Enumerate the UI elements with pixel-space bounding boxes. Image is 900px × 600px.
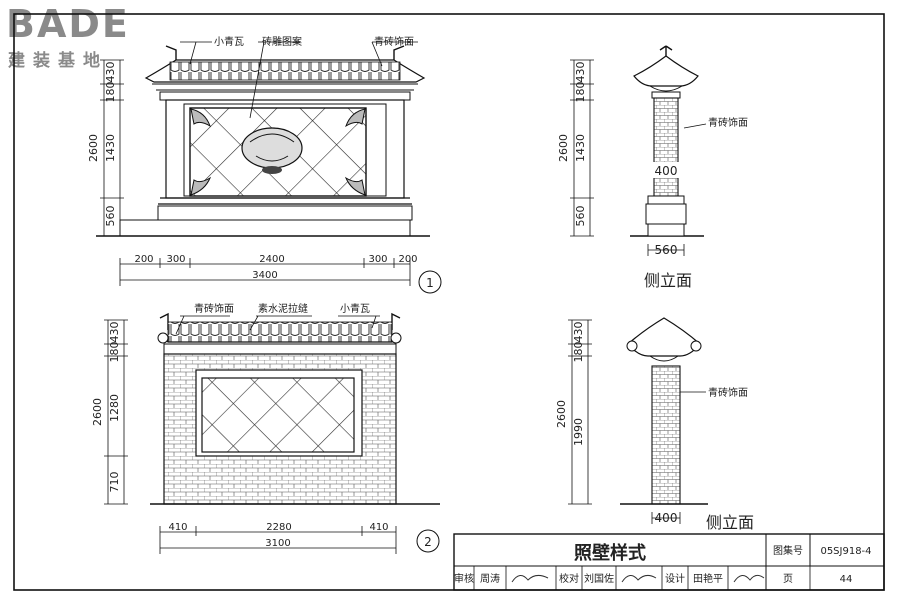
- title-block: [453, 533, 885, 591]
- s1-dim-cornice: 180: [574, 82, 587, 103]
- design-label: 设计: [665, 572, 685, 585]
- logo-wordmark: BADE: [6, 2, 130, 46]
- elevation-1: [96, 45, 430, 237]
- v2-callout-brick-facing: 青砖饰面: [194, 302, 234, 315]
- drawing-title: 照壁样式: [574, 542, 646, 564]
- s1-callout-brick-facing: 青砖饰面: [708, 116, 748, 129]
- elevation-1-leaders: [180, 41, 418, 119]
- v2-dim-pier-left: 410: [168, 522, 187, 533]
- sheet-frame: [13, 13, 885, 591]
- elevation-2-leaders: [175, 315, 380, 335]
- logo-subtitle: 建装基地: [8, 51, 108, 71]
- view-1-number-circle: [418, 270, 442, 294]
- check-label: 校对: [559, 572, 579, 585]
- s1-dim-column-width: 400: [655, 164, 678, 178]
- v1-dim-total-height: 2600: [87, 134, 100, 162]
- v1-dim-pier-left: 300: [166, 254, 185, 265]
- s1-dim-base-width: 560: [655, 243, 678, 257]
- callout-small-tile: 小青瓦: [214, 35, 244, 48]
- v1-dim-edge-right: 200: [398, 254, 417, 265]
- side-elevation-1: [630, 45, 704, 237]
- atlas-number-label: 图集号: [773, 544, 803, 557]
- reviewer-name: 周涛: [480, 572, 500, 585]
- s2-dim-total: 2600: [555, 400, 568, 428]
- elevation-2-vdim-lines: [104, 319, 128, 505]
- checker-name: 刘国佐: [584, 573, 614, 585]
- v1-dim-base: 560: [104, 206, 117, 227]
- elevation-2-hdim-lines: [159, 526, 397, 554]
- side-2-caption: 侧立面: [706, 513, 754, 532]
- v2-dim-pier-right: 410: [369, 522, 388, 533]
- v2-callout-cement-joint: 素水泥拉缝: [258, 302, 308, 315]
- v1-dim-total-width: 3400: [252, 270, 277, 281]
- v2-dim-panel: 2280: [266, 522, 291, 533]
- reviewer-signature: [511, 574, 549, 583]
- v2-dim-cornice: 180: [108, 342, 121, 363]
- s1-dim-roof: 430: [574, 62, 587, 83]
- v2-callout-small-tile: 小青瓦: [340, 302, 370, 315]
- view-2-number: 2: [424, 535, 432, 549]
- elevation-1-vdim-lines: [100, 59, 124, 237]
- s2-dim-base-width: 400: [655, 511, 678, 525]
- s2-dim-roof: 430: [572, 322, 585, 343]
- v1-dim-edge-left: 200: [134, 254, 153, 265]
- s2-dim-wall: 1990: [572, 418, 585, 446]
- side-1-dim-lines: [570, 59, 707, 256]
- s2-callout-brick-facing: 青砖饰面: [708, 386, 748, 399]
- side-elevation-2: [620, 317, 708, 505]
- checker-signature: [621, 574, 657, 583]
- s1-dim-wall: 1430: [574, 134, 587, 162]
- v1-dim-roof: 430: [104, 62, 117, 83]
- s1-dim-total: 2600: [557, 134, 570, 162]
- designer-signature: [733, 574, 765, 583]
- page-label: 页: [783, 573, 793, 585]
- v2-dim-total-width: 3100: [265, 538, 290, 549]
- v2-dim-base: 710: [108, 472, 121, 493]
- side-2-dim-lines: [568, 319, 706, 524]
- atlas-number: 05SJ918-4: [820, 546, 871, 557]
- v2-dim-wall: 1280: [108, 394, 121, 422]
- v1-dim-wall: 1430: [104, 134, 117, 162]
- callout-brick-facing: 青砖饰面: [374, 35, 414, 48]
- s1-dim-base: 560: [574, 206, 587, 227]
- s2-dim-cornice: 180: [572, 342, 585, 363]
- elevation-1-hdim-lines: [119, 258, 411, 286]
- side-1-caption: 侧立面: [644, 271, 692, 290]
- callout-brick-carving: 砖雕图案: [262, 35, 302, 48]
- view-2-number-circle: [416, 529, 440, 553]
- v2-dim-total-height: 2600: [91, 398, 104, 426]
- elevation-2: [150, 312, 440, 505]
- designer-name: 田艳平: [693, 572, 723, 585]
- v2-dim-roof: 430: [108, 322, 121, 343]
- review-label: 审核: [454, 572, 474, 585]
- v1-dim-panel: 2400: [259, 254, 284, 265]
- view-1-number: 1: [426, 276, 434, 290]
- v1-dim-cornice: 180: [104, 82, 117, 103]
- page-number: 44: [840, 574, 853, 585]
- v1-dim-pier-right: 300: [368, 254, 387, 265]
